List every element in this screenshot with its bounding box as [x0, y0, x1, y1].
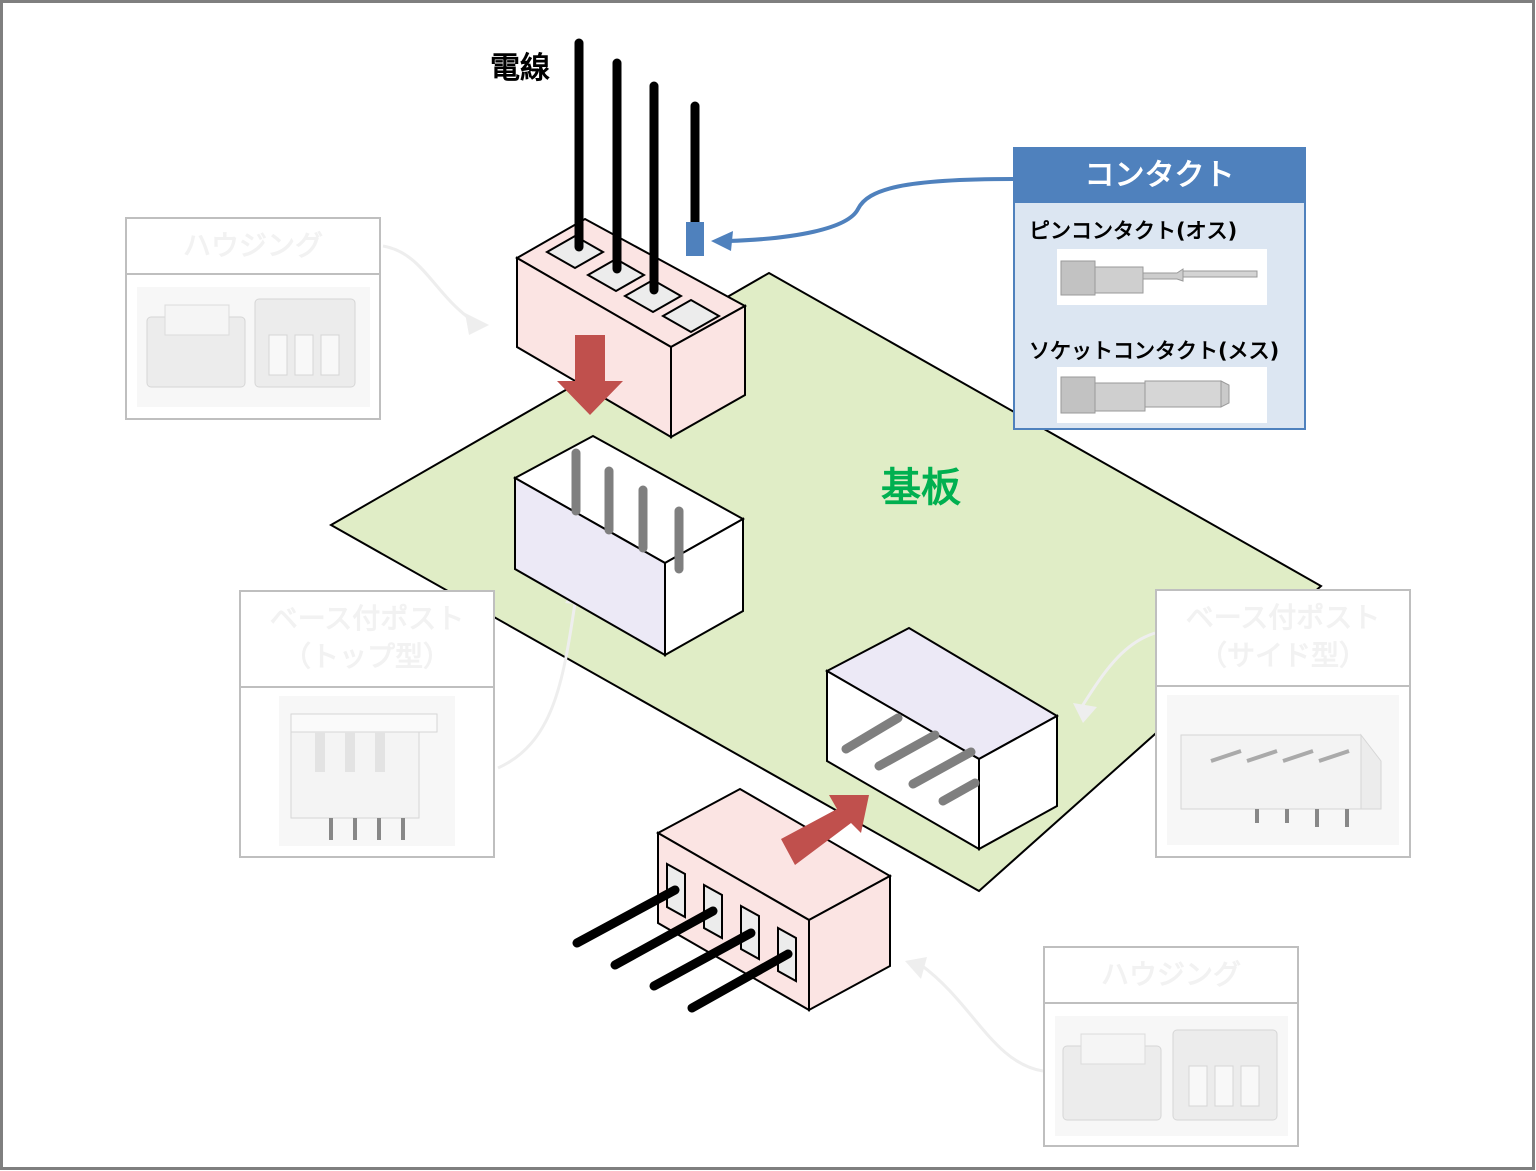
pin-contact-label: ピンコンタクト(オス): [1029, 219, 1238, 243]
post-top-title: ベース付ポスト （トップ型）: [241, 592, 493, 688]
post-top-photo: [279, 696, 455, 846]
post-top-on-board: [512, 434, 746, 657]
faint-arrows: [382, 244, 1156, 1073]
housing-top-with-wires: [514, 38, 748, 439]
socket-contact-label: ソケットコンタクト(メス): [1029, 339, 1280, 363]
contact-title: コンタクト: [1015, 149, 1304, 203]
post-top-title-line1: ベース付ポスト: [269, 602, 465, 635]
board-label: 基板: [881, 465, 961, 511]
insert-arrow-down: [557, 335, 623, 415]
socket-contact-photo: [1057, 367, 1267, 423]
post-side-title: ベース付ポスト （サイド型）: [1157, 591, 1409, 687]
contact-pointer: [727, 177, 1014, 243]
housing-bottom-box: ハウジング: [1043, 946, 1299, 1147]
post-side-title-line2: （サイド型）: [1198, 639, 1367, 672]
post-side-box: ベース付ポスト （サイド型）: [1155, 589, 1411, 858]
housing-photo: [137, 287, 370, 407]
post-top-box: ベース付ポスト （トップ型）: [239, 590, 495, 858]
contact-box: コンタクト ピンコンタクト(オス) ソケットコンタクト(メス): [1013, 147, 1306, 430]
housing-top-box: ハウジング: [125, 217, 381, 420]
post-side-photo: [1167, 695, 1399, 845]
connector-diagram: [328, 38, 1323, 1073]
contact-highlight: [686, 222, 704, 256]
pin-contact-photo: [1057, 249, 1267, 305]
post-side-on-board: [824, 626, 1060, 851]
housing-bottom-title: ハウジング: [1045, 948, 1297, 1004]
insert-arrow-diagonal: [781, 795, 869, 865]
housing-bottom-with-wires: [572, 787, 893, 1013]
wire-label: 電線: [490, 51, 550, 86]
post-side-title-line1: ベース付ポスト: [1185, 601, 1381, 634]
housing-top-title: ハウジング: [127, 219, 379, 275]
housing-bottom-photo: [1055, 1016, 1288, 1136]
post-top-title-line2: （トップ型）: [282, 640, 451, 673]
